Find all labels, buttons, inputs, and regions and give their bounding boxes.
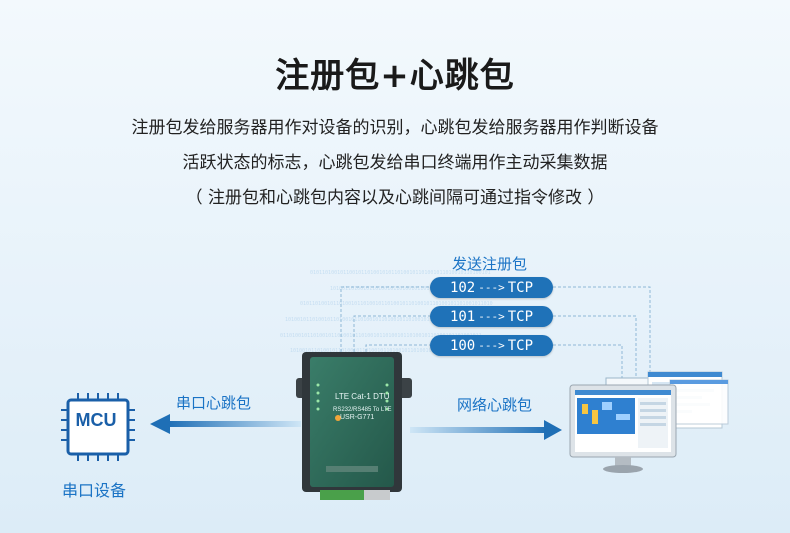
send-registration-packet-label: 发送注册包 <box>452 255 528 273</box>
serial-heartbeat-arrow <box>150 414 301 434</box>
svg-text:101001011010010110100101101001: 1010010110100101101001011010010110100101… <box>285 317 481 323</box>
packet-arrow: ---> <box>478 310 505 323</box>
packet-pill-102: 102 ---> TCP <box>430 277 553 298</box>
dtu-model-label: USR-G771 <box>340 414 375 421</box>
serial-heartbeat-label: 串口心跳包 <box>176 394 252 412</box>
description-line-2: 活跃状态的标志，心跳包发给串口终端用作主动采集数据 <box>182 153 608 173</box>
dtu-device-image <box>296 352 412 500</box>
network-heartbeat-label: 网络心跳包 <box>457 396 533 414</box>
packet-protocol: TCP <box>507 337 534 354</box>
packet-id: 100 <box>449 337 476 354</box>
svg-text:010110100101101001011010010110: 0101101001011010010110100101101001011010… <box>300 301 493 307</box>
packet-id: 101 <box>449 308 476 325</box>
svg-text:101001011010010110100101101001: 1010010110100101101001011010010110100101… <box>290 348 483 354</box>
computer-monitor-image <box>569 371 729 473</box>
binary-stream-decor: 0101101001011001011010010101101001011010… <box>280 270 514 354</box>
svg-text:011010010110100101101001011010: 0110100101101001011010010110100101101001… <box>280 333 482 339</box>
dtu-label-line2: RS232/RS485 To LTE <box>333 407 392 413</box>
serial-device-caption: 串口设备 <box>62 481 127 500</box>
mcu-chip-icon <box>61 393 135 461</box>
svg-text:010110100101100101101001010110: 0101101001011001011010010101101001011010… <box>310 270 491 276</box>
description-line-1: 注册包发给服务器用作对设备的识别，心跳包发给服务器用作判断设备 <box>131 118 659 138</box>
packet-id: 102 <box>449 279 476 296</box>
packet-arrow: ---> <box>478 281 505 294</box>
page-title: 注册包+心跳包 <box>275 56 515 96</box>
packet-route-lines <box>340 286 651 378</box>
packet-protocol: TCP <box>507 308 534 325</box>
packet-arrow: ---> <box>478 339 505 352</box>
description-line-3: （ 注册包和心跳包内容以及心跳间隔可通过指令修改 ） <box>185 188 605 208</box>
mcu-label: MCU <box>75 410 117 430</box>
packet-pill-101: 101 ---> TCP <box>430 306 553 327</box>
network-heartbeat-arrow <box>410 420 562 440</box>
packet-pill-100: 100 ---> TCP <box>430 335 553 356</box>
svg-text:101001101001011010010110100101: 1010011010010110100101101001011010010110… <box>330 286 514 292</box>
dtu-label-line1: LTE Cat-1 DTU <box>335 392 390 401</box>
packet-protocol: TCP <box>507 279 534 296</box>
